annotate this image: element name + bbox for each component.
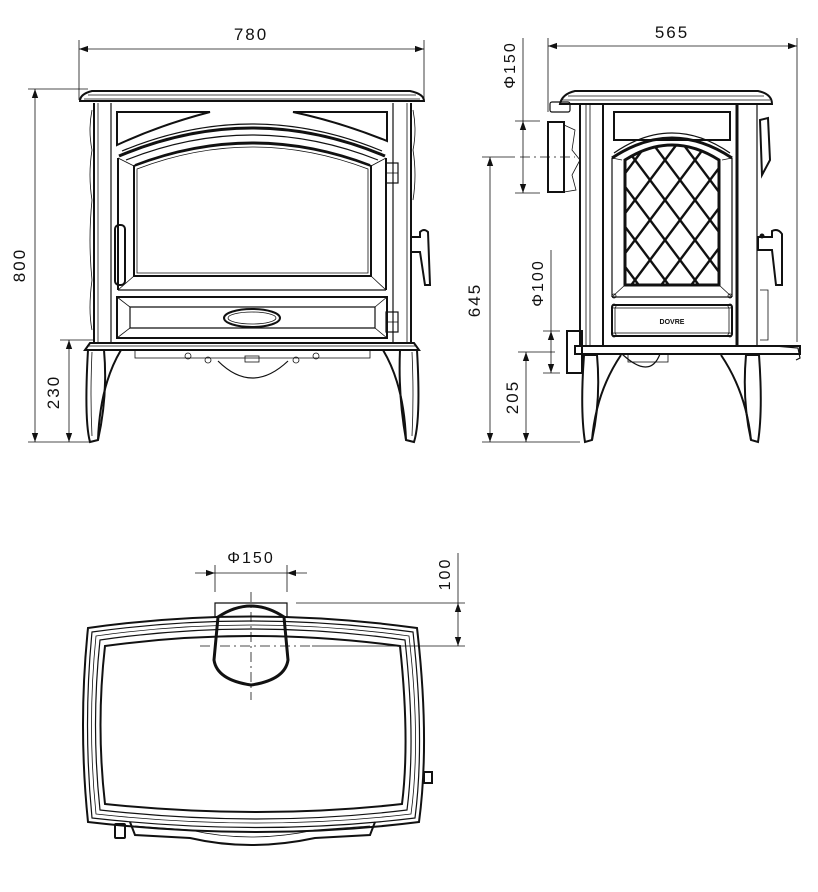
air-inlet-height-dimension: 205 xyxy=(503,351,555,442)
air-inlet-diameter-label: Φ100 xyxy=(530,259,547,306)
rear-flue-diameter-dimension: Φ150 xyxy=(502,38,540,194)
rear-flue-diameter-label: Φ150 xyxy=(502,41,519,88)
top-flue-diameter-label: Φ150 xyxy=(227,550,274,567)
top-view: Φ150 100 xyxy=(82,550,465,846)
front-height-label: 800 xyxy=(10,248,29,282)
side-depth-dimension: 565 xyxy=(547,23,798,342)
front-width-dimension: 780 xyxy=(78,25,425,100)
rear-flue-height-dimension: 645 xyxy=(465,156,580,443)
front-leg-height-dimension: 230 xyxy=(44,339,95,442)
side-view: 565 Φ150 645 Φ100 xyxy=(465,23,801,444)
rear-flue-height-label: 645 xyxy=(465,283,484,317)
lattice-window xyxy=(623,143,721,287)
side-depth-label: 565 xyxy=(655,23,689,42)
front-view: 780 800 230 xyxy=(10,25,432,444)
brand-logo: DOVRE xyxy=(660,319,685,326)
front-leg-height-label: 230 xyxy=(44,375,63,409)
top-flue-offset-label: 100 xyxy=(437,558,454,591)
top-flue-diameter-dimension: Φ150 xyxy=(195,550,307,592)
front-height-dimension: 800 xyxy=(10,88,92,443)
air-inlet-height-label: 205 xyxy=(503,380,522,414)
air-inlet-diameter-dimension: Φ100 xyxy=(530,250,560,374)
top-flue-offset-dimension: 100 xyxy=(296,553,465,647)
front-width-label: 780 xyxy=(234,25,268,44)
